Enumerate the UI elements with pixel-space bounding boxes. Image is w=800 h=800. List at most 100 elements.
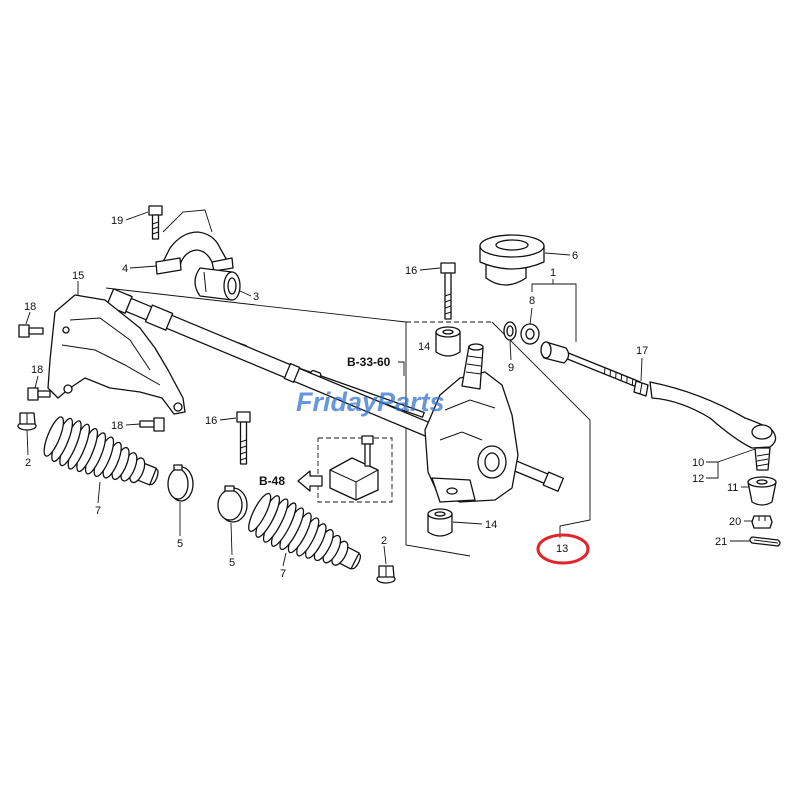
part-7-boot-left (43, 416, 159, 486)
callout-7-middle: 7 (280, 568, 286, 580)
callout-18-lower: 18 (111, 420, 123, 432)
leader-7-left (97, 481, 101, 504)
leader-19 (125, 211, 149, 221)
bolt-threads (240, 439, 247, 461)
part-15-bracket (47, 294, 186, 415)
callout-16-lower: 16 (205, 415, 217, 427)
leader-18-lower (125, 423, 141, 426)
jam-nut-facet (639, 382, 643, 395)
callout-18-top: 18 (24, 301, 36, 313)
pinion-splines (465, 355, 483, 375)
reference-b-48: B-48 (259, 474, 285, 488)
bushing-bore (227, 277, 237, 295)
bushing-body (435, 331, 461, 357)
leader-17 (640, 357, 643, 382)
bushing-slit (203, 271, 207, 293)
group-bracket-line (162, 209, 213, 233)
part-3-bushing (194, 267, 241, 301)
rack-housing-tube (125, 297, 439, 440)
callout-19: 19 (111, 215, 123, 227)
clamp-ear-right (211, 257, 234, 272)
reference-arrow-left-icon (297, 470, 323, 492)
part-16-bolt-upper (440, 262, 456, 320)
callout-4: 4 (122, 263, 128, 275)
boot-rib (296, 517, 320, 557)
clamp-ear-left (155, 257, 182, 275)
part-20-castle-nut (751, 515, 773, 529)
center-bracket-ridge (329, 469, 379, 500)
pinion-shaft-top (468, 343, 484, 351)
bracket-hole (63, 384, 73, 394)
boot-opening (248, 492, 272, 532)
bolt-head (153, 417, 165, 432)
bolt-head (440, 262, 456, 274)
part-2-nut-left (17, 412, 37, 431)
insulator-hole (495, 239, 529, 251)
leader-9 (509, 340, 512, 361)
ring-inner (506, 325, 514, 337)
bolt-shank (28, 327, 44, 335)
part-18-bolt-lower (139, 417, 165, 432)
bushing-body (427, 513, 453, 537)
callout-11: 11 (727, 482, 738, 494)
center-bracket-bolt-head (361, 435, 374, 445)
part-7-boot-middle (248, 492, 362, 570)
clamp-ring-inner (167, 468, 189, 500)
callout-20: 20 (729, 516, 741, 528)
leader-18-middle (34, 375, 39, 389)
tie-rod-shaft (561, 350, 641, 389)
bolt-shank (139, 420, 156, 428)
boot-opening (43, 416, 65, 457)
bolt-head (236, 411, 251, 423)
castle-nut-hex (751, 515, 773, 529)
callout-14-upper: 14 (418, 341, 430, 353)
part-19-bolt (148, 205, 163, 240)
part-5-clamp-middle (217, 485, 248, 523)
leader-14-lower (452, 521, 483, 525)
leader-lines (25, 211, 756, 567)
leader-4 (129, 265, 158, 269)
housing-flange-bore (484, 452, 500, 472)
callout-7-left: 7 (95, 505, 101, 517)
part-5-clamp-left (167, 464, 194, 502)
callout-3: 3 (253, 291, 259, 303)
callout-21: 21 (715, 536, 727, 548)
callout-10: 10 (692, 457, 704, 469)
part-6-insulator (479, 234, 545, 286)
bolt-threads (152, 221, 159, 235)
center-bracket-bolt-shank (364, 443, 371, 467)
leader-16-upper (419, 267, 441, 271)
leader-1-bracket (531, 283, 577, 342)
bushing-bore (434, 511, 446, 517)
part-9-ring (503, 321, 517, 341)
bolt-head (27, 387, 39, 401)
part-2-nut-right (376, 565, 396, 584)
callout-16-upper: 16 (405, 265, 417, 277)
part-21-cotter-pin (749, 536, 781, 547)
part-17-jam-nut (633, 380, 649, 397)
mount-foot-hole (446, 487, 458, 495)
watermark-logo: FridayParts (296, 387, 445, 417)
callout-12: 12 (692, 473, 704, 485)
outline-right-line (491, 321, 591, 538)
callout-17: 17 (636, 345, 648, 357)
bolt-shank (239, 421, 248, 465)
housing-detail (439, 399, 496, 441)
washer-inner (525, 328, 535, 340)
tie-rod-end-boss (751, 424, 773, 440)
gear-housing (424, 343, 519, 503)
bracket-bend-line (69, 317, 151, 371)
highlight-circle-13 (536, 533, 590, 565)
leader-3 (239, 290, 252, 297)
leader-2-right (383, 545, 387, 565)
part-10-12-tie-rod-end (649, 381, 777, 471)
callout-6: 6 (572, 250, 578, 262)
stud-threads (756, 453, 770, 467)
callout-9: 9 (508, 362, 514, 374)
leader-16-lower (219, 417, 237, 421)
part-14-bushing-lower (427, 508, 453, 537)
center-bracket-body (329, 457, 379, 501)
callout-labels: 19 4 3 15 18 18 18 2 7 5 5 7 2 16 16 14 … (24, 215, 741, 580)
leader-10-12-bracket (706, 461, 719, 479)
